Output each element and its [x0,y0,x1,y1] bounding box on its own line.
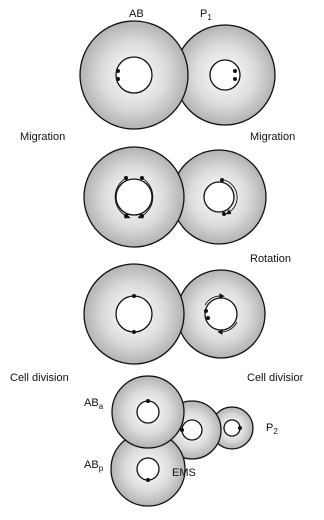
centrosome-dot [140,214,144,218]
centrosome-dot [204,309,208,313]
ems-nucleus [182,420,202,440]
label-p2: P2 [266,422,278,436]
centrosome-dot [124,176,128,180]
centrosome-dot [116,69,120,73]
label-cell-division-left: Cell division [10,372,69,384]
aba-nucleus [137,401,159,423]
p2-nucleus [224,420,240,436]
stage-4-four-cell [111,376,253,506]
centrosome-dot [132,294,136,298]
label-ab: AB [129,8,144,20]
centrosome-dot [146,478,150,482]
stage-1-two-cell [80,21,275,129]
ab-nucleus [116,57,152,93]
ab-nucleus [116,179,152,215]
stage-3-rotation [84,264,265,364]
p1-nucleus [204,182,234,212]
p1-nucleus [210,60,240,90]
label-migration-right: Migration [250,131,295,143]
ab-nucleus [116,296,152,332]
centrosome-dot [116,77,120,81]
centrosome-dot [206,316,210,320]
centrosome-dot [220,178,224,182]
centrosome-dot [124,214,128,218]
centrosome-dot [233,77,237,81]
label-rotation: Rotation [250,253,291,265]
stage-2-migration [84,147,266,247]
centrosome-dot [132,330,136,334]
centrosome-dot [222,212,226,216]
p1-nucleus [205,298,237,330]
centrosome-dot [180,428,184,432]
label-ems: EMS [172,467,196,479]
centrosome-dot [238,426,242,430]
label-p1: P1 [200,8,212,22]
centrosome-dot [146,399,150,403]
centrosome-dot [140,176,144,180]
centrosome-dot [233,69,237,73]
label-cell-division-right: Cell divisior [247,372,304,384]
label-migration-left: Migration [20,131,65,143]
label-abp: ABp [84,459,104,473]
abp-nucleus [137,458,159,480]
label-aba: ABa [84,397,104,411]
